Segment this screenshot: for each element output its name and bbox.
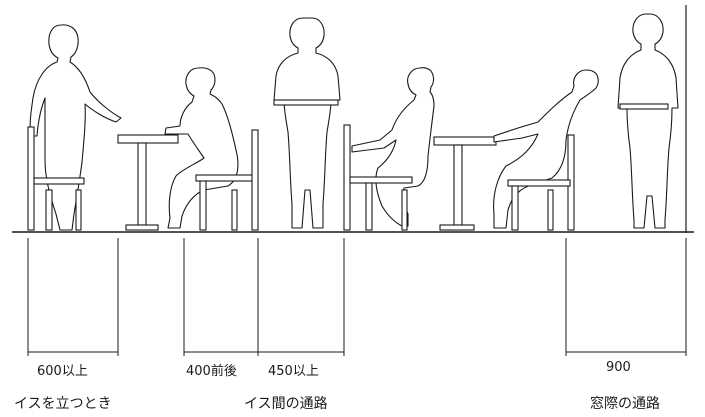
person-leaning-back-figure <box>351 67 435 227</box>
seated-person-figure <box>164 67 239 229</box>
caption-standing-up: イスを立つとき <box>14 396 112 412</box>
caption-window-side-aisle: 窓際の通路 <box>590 396 660 412</box>
dimension-label-450: 450以上 <box>268 364 319 379</box>
chair-3 <box>343 124 413 231</box>
dimension-label-400: 400前後 <box>186 364 237 379</box>
tray <box>273 99 339 106</box>
dimension-label-900: 900 <box>606 360 631 375</box>
table-2 <box>433 136 497 231</box>
waiter-near-window-figure <box>617 13 679 229</box>
chair-4 <box>507 134 575 231</box>
tray <box>619 103 669 110</box>
chair-2 <box>195 129 259 231</box>
dimension-label-600: 600以上 <box>37 364 88 379</box>
dimension-lines <box>27 238 687 356</box>
chair-1 <box>27 126 85 231</box>
table-1 <box>117 134 179 231</box>
reclining-person-figure <box>493 69 599 229</box>
waiter-with-tray-figure <box>273 17 341 229</box>
caption-aisle-between-chairs: イス間の通路 <box>244 396 328 412</box>
